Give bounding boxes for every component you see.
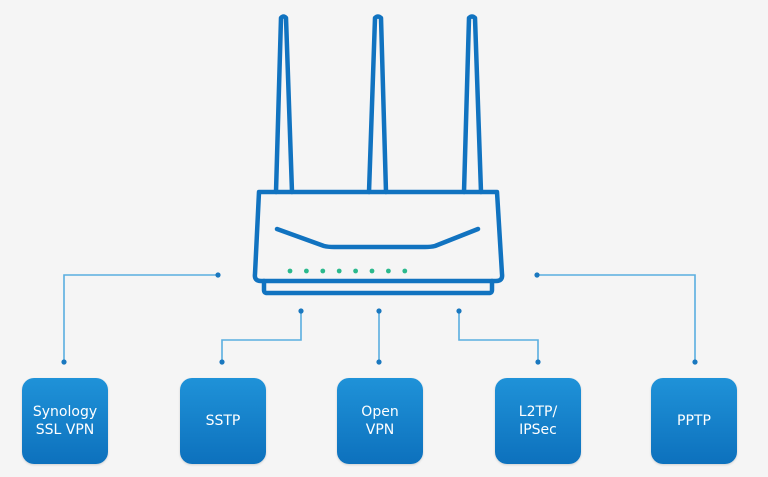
- dot: [376, 308, 382, 314]
- status-leds: [287, 268, 408, 274]
- status-led: [287, 268, 293, 274]
- status-led: [353, 268, 358, 274]
- protocol-box-sstp[interactable]: SSTP: [180, 378, 266, 464]
- connector-synology-ssl-vpn: [63, 274, 218, 362]
- dot: [215, 272, 221, 278]
- dot: [298, 308, 304, 314]
- protocol-label: SSL VPN: [35, 422, 95, 438]
- dot: [219, 359, 225, 365]
- status-led: [369, 268, 375, 274]
- dot: [61, 359, 67, 365]
- antenna-left: [273, 14, 295, 195]
- protocol-label: SSTP: [205, 413, 241, 429]
- protocol-label: Open: [361, 404, 399, 420]
- status-led: [402, 268, 408, 274]
- protocol-label: IPSec: [519, 422, 557, 438]
- dot: [534, 272, 540, 278]
- protocol-box-l2tp-ipsec[interactable]: L2TP/IPSec: [495, 378, 581, 464]
- connector-dots: [61, 272, 698, 365]
- router-icon: [252, 14, 505, 296]
- protocol-label: Synology: [32, 404, 98, 420]
- status-led: [320, 268, 326, 274]
- protocol-label: PPTP: [677, 413, 711, 429]
- protocol-label: L2TP/: [518, 404, 558, 420]
- status-led: [386, 268, 391, 274]
- connector-l2tp-ipsec: [458, 311, 539, 362]
- protocol-label: VPN: [365, 422, 395, 438]
- protocol-box-pptp[interactable]: PPTP: [651, 378, 737, 464]
- router-base: [261, 278, 495, 296]
- antenna-right: [461, 14, 484, 195]
- dot: [376, 359, 382, 365]
- router-body: [252, 189, 505, 284]
- connector-sstp: [221, 311, 302, 362]
- dot: [456, 308, 462, 314]
- dot: [535, 359, 541, 365]
- router-front-curve: [274, 226, 481, 250]
- status-led: [336, 268, 342, 274]
- connector-pptp: [537, 274, 696, 362]
- antenna-middle: [366, 14, 389, 195]
- dot: [692, 359, 698, 365]
- status-led: [304, 268, 309, 274]
- connectors: [63, 274, 696, 362]
